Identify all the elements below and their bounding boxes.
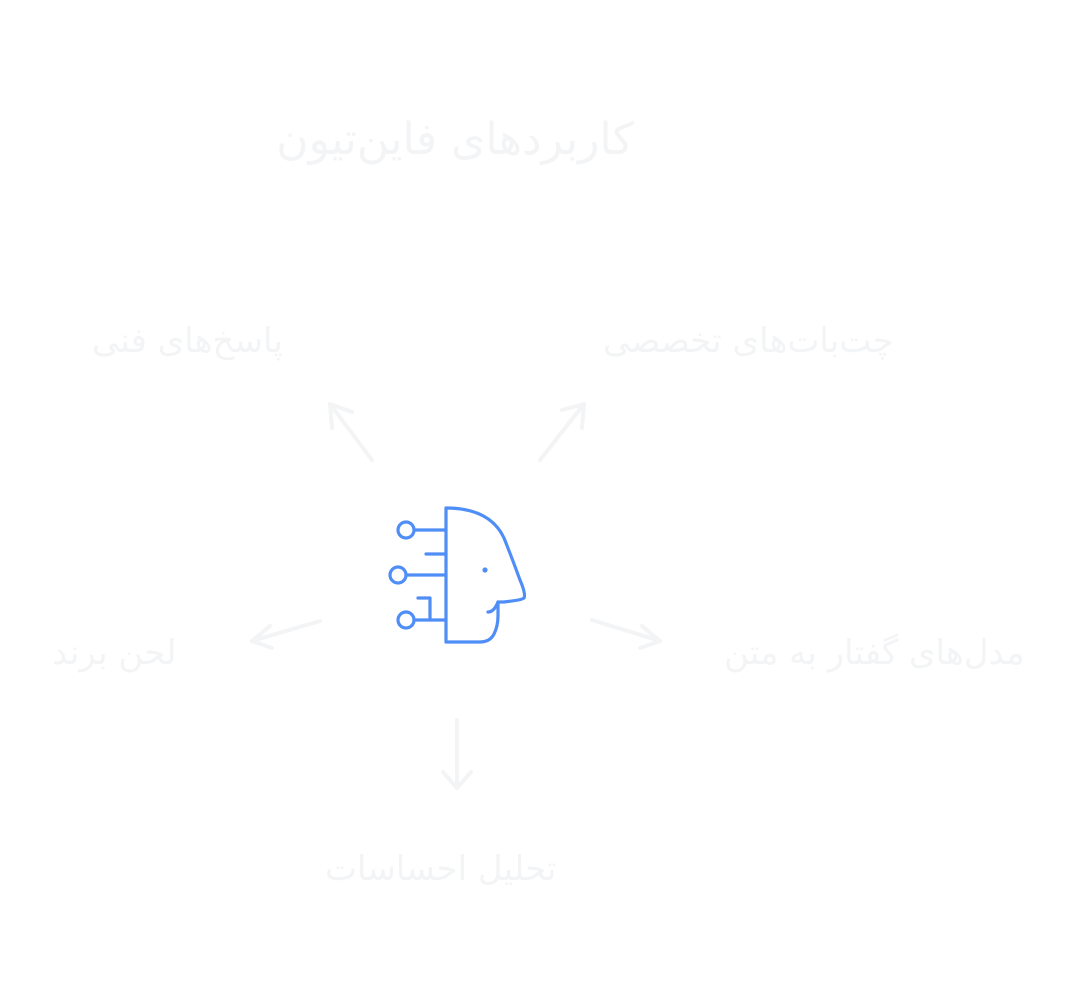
node-speech-to-text: مدل‌های گفتار به متن	[724, 633, 1025, 673]
arrow-to-sentiment-analysis	[441, 718, 473, 790]
arrow-to-brand-tone	[250, 619, 322, 650]
diagram-title: کاربردهای فاین‌تیون	[276, 114, 634, 165]
ai-head-circuit-icon	[388, 506, 527, 644]
node-technical-answers: پاسخ‌های فنی	[92, 321, 283, 361]
node-sentiment-analysis: تحلیل احساسات	[325, 849, 557, 889]
arrow-to-speech-to-text	[590, 618, 662, 650]
arrow-to-technical-answers	[328, 402, 374, 462]
node-brand-tone: لحن برند	[52, 633, 177, 673]
node-specialized-chatbots: چت‌بات‌های تخصصی	[603, 321, 894, 361]
arrow-to-specialized-chatbots	[538, 402, 586, 462]
